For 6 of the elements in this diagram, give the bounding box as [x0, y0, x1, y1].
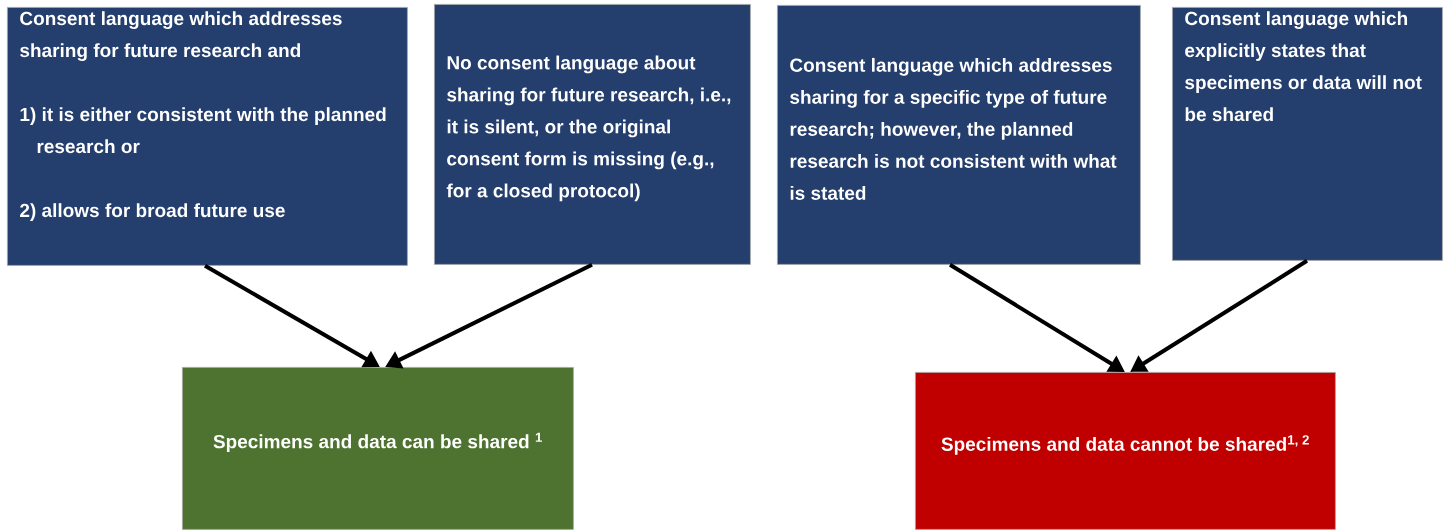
process-box: Specimens and data cannot be shared$^{1, 2}$: [915, 372, 1336, 530]
process-box: Specimens and data can be shared $^{1}$: [182, 367, 574, 530]
process-box: No consent language about sharing for future research, i.e., it is silent, or the original consent form is missing (e.g., for a closed protocol): [434, 4, 751, 265]
process-box: Consent language which addresses sharing for future research and 1) it is either consistent with the planned research or 2) allows for broad future use: [7, 7, 408, 266]
process-box: Consent language which addresses sharing for a specific type of future research; however, the planned research is not consistent with what is stated: [777, 5, 1141, 265]
process-box: Consent language which explicitly states that specimens or data will not be shared: [1172, 7, 1443, 261]
